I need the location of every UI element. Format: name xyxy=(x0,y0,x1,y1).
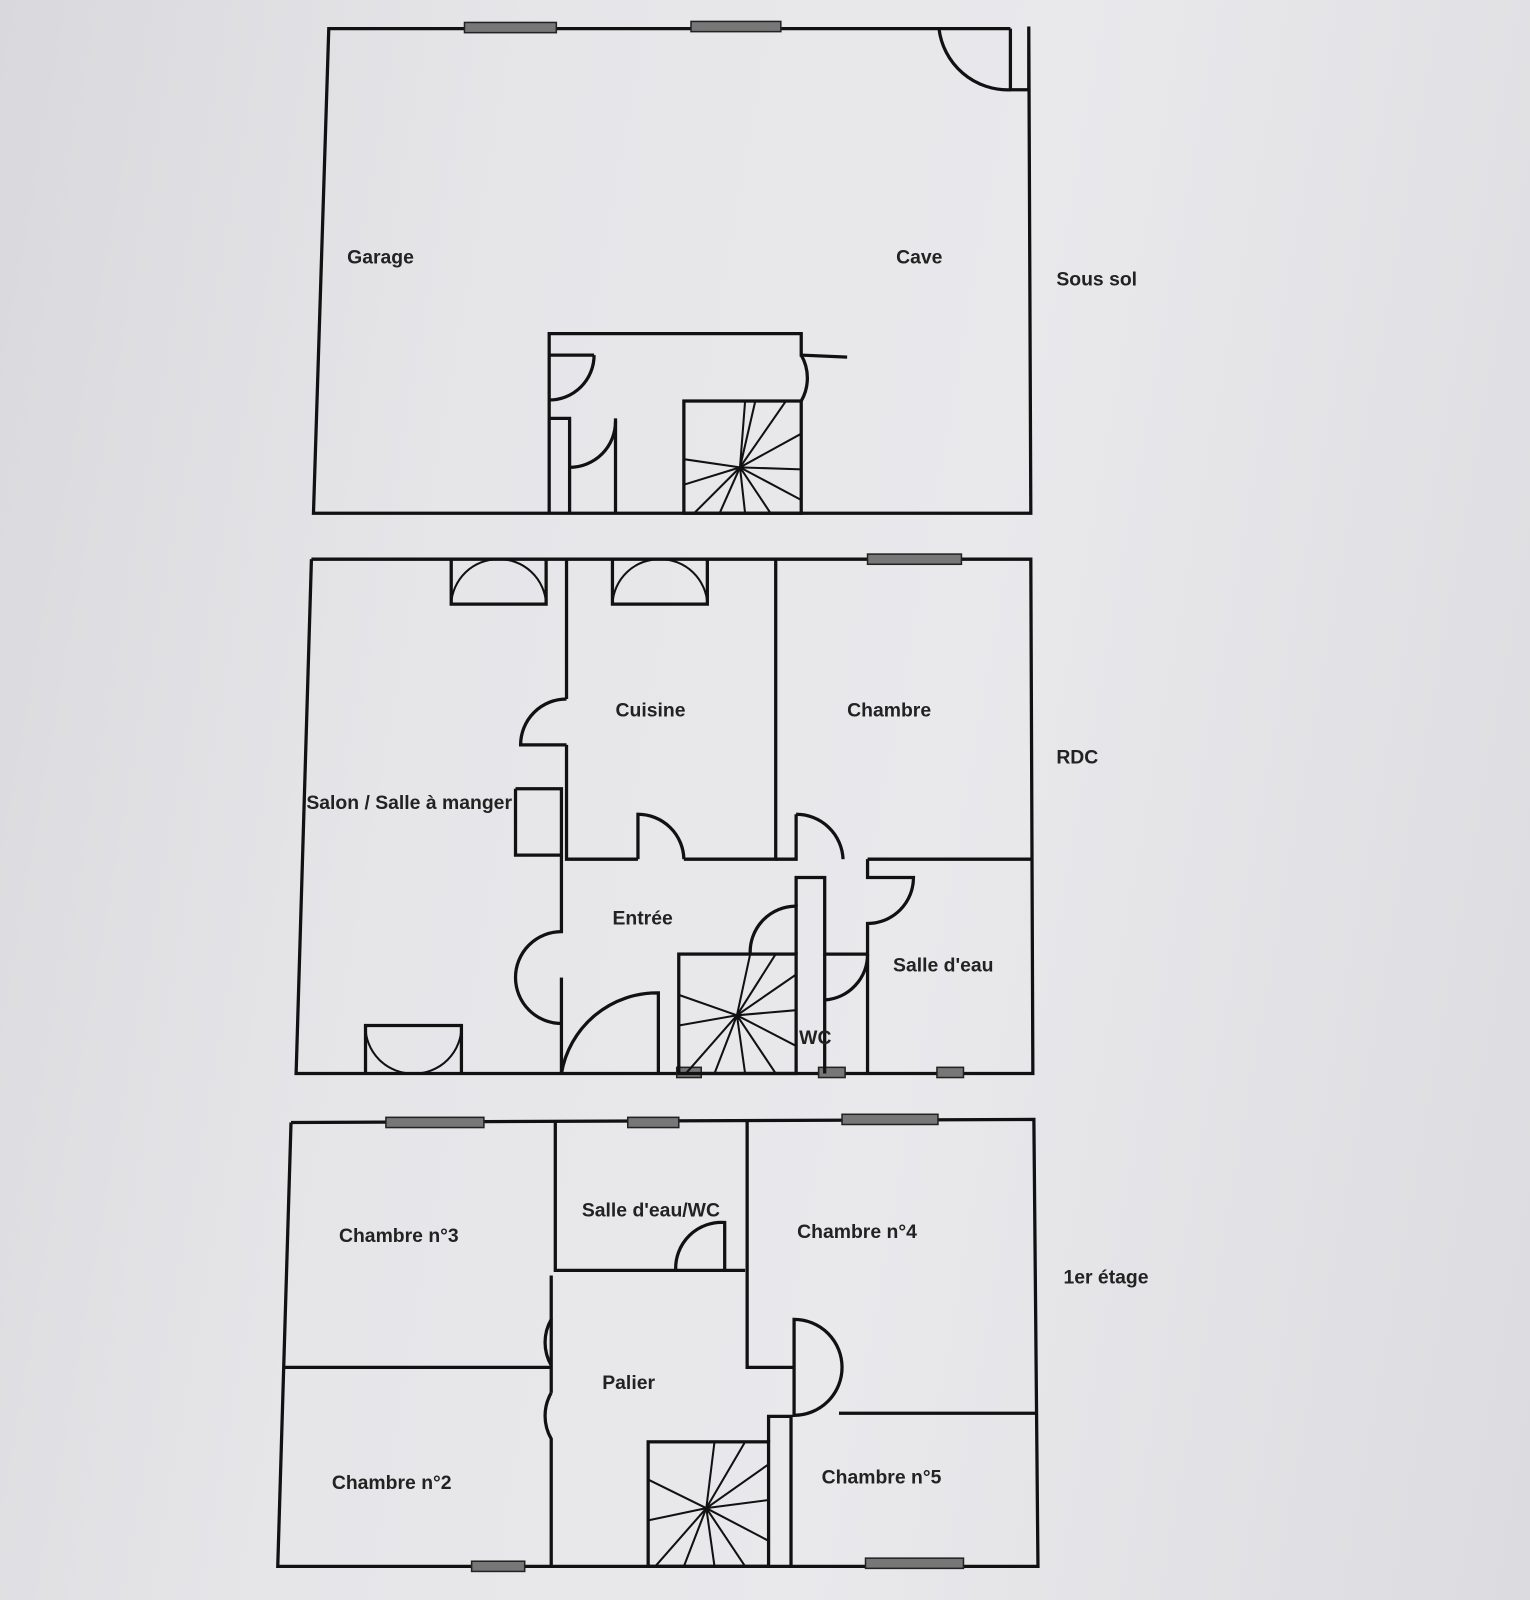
room-label-wc: WC xyxy=(799,1027,831,1049)
room-label-salle-deau-wc: Salle d'eau/WC xyxy=(582,1199,720,1221)
room-label-chambre: Chambre xyxy=(847,699,931,721)
window xyxy=(817,1066,846,1079)
floor-rdc xyxy=(294,553,1035,1079)
room-label-chambre-4: Chambre n°4 xyxy=(797,1221,917,1243)
staircase xyxy=(682,399,803,515)
room-label-cuisine: Cuisine xyxy=(616,699,686,721)
window xyxy=(866,553,963,566)
staircase xyxy=(677,952,798,1076)
room-label-salle-deau: Salle d'eau xyxy=(893,954,993,976)
floor-label-rdc: RDC xyxy=(1056,746,1098,768)
window xyxy=(463,21,558,34)
room-label-salon: Salon / Salle à manger xyxy=(306,792,512,814)
floor-1er-etage xyxy=(276,1113,1040,1573)
stair-steps xyxy=(678,953,797,1075)
stair-steps xyxy=(647,1441,770,1567)
window xyxy=(470,1560,526,1573)
window xyxy=(385,1116,485,1129)
window xyxy=(690,20,782,33)
room-label-chambre-3: Chambre n°3 xyxy=(339,1225,459,1247)
window xyxy=(936,1066,965,1079)
room-label-garage: Garage xyxy=(347,246,414,268)
room-label-chambre-5: Chambre n°5 xyxy=(822,1467,942,1489)
staircase xyxy=(646,1440,771,1568)
room-label-cave: Cave xyxy=(896,246,943,268)
window xyxy=(864,1557,965,1570)
room-label-entree: Entrée xyxy=(612,907,673,929)
floor-label-1er-etage: 1er étage xyxy=(1063,1267,1148,1289)
floor-sous-sol xyxy=(311,20,1033,515)
room-label-chambre-2: Chambre n°2 xyxy=(332,1472,452,1494)
floor-label-sous-sol: Sous sol xyxy=(1056,269,1137,291)
stair-steps xyxy=(683,400,802,514)
window xyxy=(626,1116,680,1129)
window xyxy=(841,1113,939,1126)
room-label-palier: Palier xyxy=(602,1372,655,1394)
